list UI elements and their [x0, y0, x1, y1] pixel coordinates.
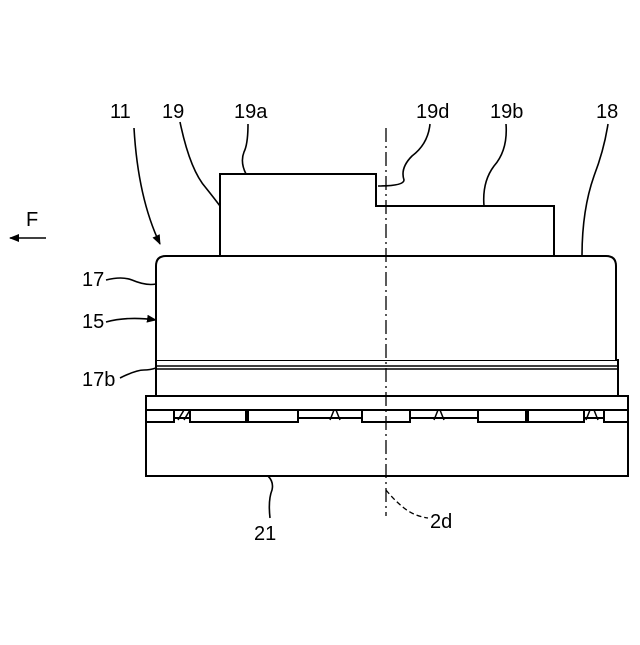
leader-11 [134, 128, 160, 244]
leader-17 [106, 278, 156, 285]
label-19a: 19a [234, 101, 268, 123]
label-21: 21 [254, 523, 276, 545]
label-15: 15 [82, 311, 104, 333]
rib-block [604, 410, 628, 422]
leader-15 [106, 318, 156, 322]
direction-indicator: F [10, 209, 46, 238]
label-17: 17 [82, 269, 104, 291]
label-2d: 2d [430, 511, 452, 533]
rib-block [190, 410, 246, 422]
plate [146, 396, 628, 410]
leader-19 [180, 122, 220, 206]
rib-block [478, 410, 526, 422]
rib-block [248, 410, 298, 422]
label-19b: 19b [490, 101, 523, 123]
leader-19a [242, 124, 248, 174]
label-19d: 19d [416, 101, 449, 123]
leader-21 [268, 476, 273, 518]
label-18: 18 [596, 101, 618, 123]
rib-components [146, 410, 628, 422]
base-block-21 [146, 418, 628, 476]
leader-19b [484, 124, 507, 206]
rib-block [146, 410, 174, 422]
leader-2d [386, 490, 428, 518]
direction-label-F: F [26, 209, 38, 231]
rib-block [528, 410, 584, 422]
leader-18 [582, 124, 608, 256]
label-11: 11 [110, 101, 131, 123]
label-19: 19 [162, 101, 184, 123]
leader-17b [120, 368, 156, 378]
label-17b: 17b [82, 369, 115, 391]
